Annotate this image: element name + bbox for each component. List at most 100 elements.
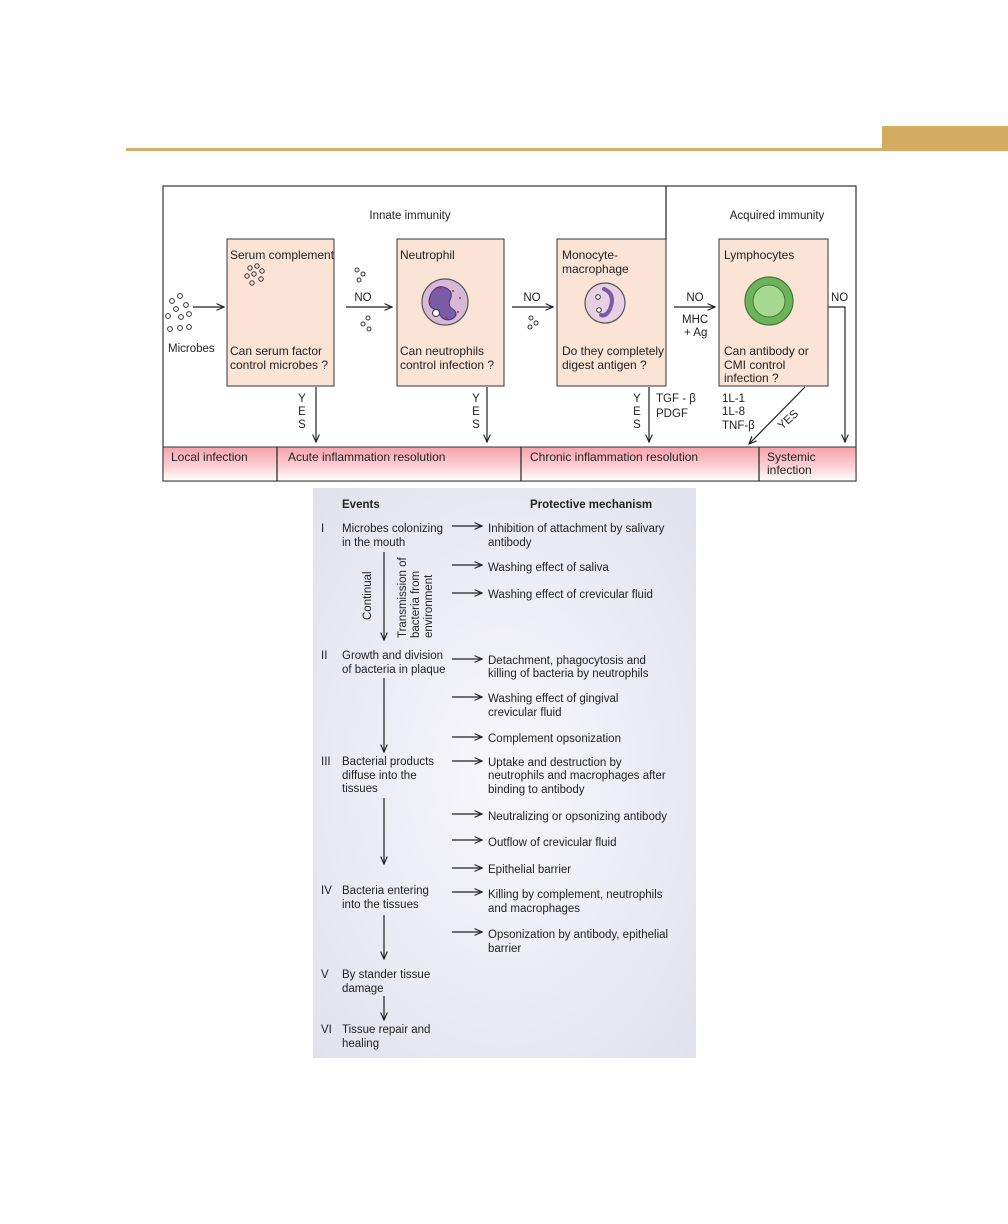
event-number: V [321,969,329,981]
header-tab [882,126,1008,151]
yes-letter: E [298,406,306,418]
tnf-label: TNF-β [722,420,755,432]
lymphocytes-question-line1: Can antibody or [724,344,809,358]
event-text-line1: Bacteria entering [342,885,429,897]
mechanism-7: Uptake and destruction by neutrophils an… [452,757,666,796]
continual-label: Continual [362,571,374,620]
outcome-systemic-line1: Systemic [767,450,816,464]
lymphocyte-cell-icon [744,276,794,326]
yes-diagonal-arrow [749,386,806,444]
serum-complement-box: Serum complement Can serum factor contro… [226,238,335,387]
microbes-label: Microbes [168,343,215,355]
tgf-label: TGF - β [656,393,696,405]
neutrophil-box: Neutrophil Can neutrophils control infec… [396,238,505,387]
event-6: VI Tissue repair and healing [321,1024,430,1050]
mechanism-text-line1: Opsonization by antibody, epithelial [488,929,668,941]
macrophage-question-line1: Do they completely [562,344,664,358]
no-label-4: NO [831,292,848,304]
yes-letter: S [633,419,641,431]
mechanism-9: Outflow of crevicular fluid [452,837,616,849]
mechanism-text-line2: barrier [488,943,521,955]
event-text-line1: Bacterial products [342,756,434,768]
event-text-line1: Tissue repair and [342,1024,430,1036]
lymphocytes-title: Lymphocytes [724,248,794,262]
outcome-chronic-resolution: Chronic inflammation resolution [530,450,698,464]
transmission-line2: bacteria from [410,571,422,638]
event-3: III Bacterial products diffuse into the … [321,756,434,795]
event-text-line2: diffuse into the [342,770,417,782]
mechanism-3: Washing effect of crevicular fluid [452,589,653,601]
transmission-line1: Transmission of [397,556,409,638]
event-text-line2: in the mouth [342,537,405,549]
macrophage-box: Monocyte- macrophage Do they completely … [556,238,667,387]
acquired-immunity-label: Acquired immunity [730,210,825,222]
yes-letter: S [298,419,306,431]
outcome-acute-resolution: Acute inflammation resolution [288,450,445,464]
mechanism-text-line2: and macrophages [488,903,580,915]
event-number: I [321,523,324,535]
arrow-to-systemic-infection [828,306,845,442]
mechanism-text-line1: Washing effect of crevicular fluid [488,589,653,601]
yes-letter: S [472,419,480,431]
event-number: VI [321,1024,332,1036]
macrophage-question-line2: digest antigen ? [562,358,647,372]
neutrophil-title: Neutrophil [400,248,455,262]
mechanism-10: Epithelial barrier [452,864,571,876]
event-number: III [321,756,331,768]
event-text-line2: into the tissues [342,899,419,911]
mechanism-text-line1: Detachment, phagocytosis and [488,655,646,667]
event-text-line1: Growth and division [342,650,443,662]
mechanism-text-line1: Washing effect of gingival [488,693,618,705]
il1-label: 1L-1 [722,393,745,405]
mechanism-1: Inhibition of attachment by salivary ant… [452,523,665,549]
mechanism-text-line1: Epithelial barrier [488,864,571,876]
event-number: II [321,650,327,662]
no-label-3: NO [686,292,703,304]
yes-letter: E [633,406,641,418]
mechanism-text-line1: Washing effect of saliva [488,562,609,574]
lymphocytes-box: Lymphocytes Can antibody or CMI control … [718,238,829,387]
outcome-systemic-line2: infection [767,463,812,477]
yes-letter: Y [472,393,480,405]
events-panel: Events Protective mechanism I Microbes c… [313,488,696,1058]
outcome-bar: Local infection Acute inflammation resol… [162,446,857,482]
mechanism-text-line1: Outflow of crevicular fluid [488,837,616,849]
outcome-local-infection: Local infection [171,450,248,464]
mechanism-text-line1: Uptake and destruction by [488,757,622,769]
no-label-2: NO [523,292,540,304]
mechanism-11: Killing by complement, neutrophils and m… [452,889,663,915]
macrophage-title-line2: macrophage [562,262,629,276]
event-1: I Microbes colonizing in the mouth [321,523,443,549]
microbes-passing-icon-2 [527,315,539,330]
event-text-line2: healing [342,1038,379,1050]
event-text-line1: Microbes colonizing [342,523,443,535]
mechanism-text-line1: Complement opsonization [488,733,621,745]
pdgf-label: PDGF [656,408,688,420]
mechanism-text-line2: neutrophils and macrophages after [488,770,666,782]
event-text-line2: damage [342,983,384,995]
mechanism-text-line1: Killing by complement, neutrophils [488,889,663,901]
mechanism-5: Washing effect of gingival crevicular fl… [452,693,618,719]
neutrophil-question-line2: control infection ? [400,358,494,372]
mechanism-text-line2: crevicular fluid [488,707,562,719]
event-text-line2: of bacteria in plaque [342,664,446,676]
serum-question-line1: Can serum factor [230,344,322,358]
events-header: Events [342,499,380,511]
event-text-line3: tissues [342,783,378,795]
yes-letter: Y [633,393,641,405]
lymphocytes-question-line2: CMI control [724,358,785,372]
event-number: IV [321,885,332,897]
mechanism-header: Protective mechanism [530,499,652,511]
innate-immunity-label: Innate immunity [369,210,450,222]
immunity-diagram: Innate immunity Acquired immunity Microb… [162,185,857,482]
macrophage-title-line1: Monocyte- [562,248,618,262]
mechanism-6: Complement opsonization [452,733,621,745]
no-label-1: NO [354,292,371,304]
neutrophil-question-line1: Can neutrophils [400,344,484,358]
ag-label: + Ag [684,327,707,339]
yes-arrow-1: Y E S [298,387,316,442]
event-4: IV Bacteria entering into the tissues [321,885,429,911]
transmission-line3: environment [423,574,435,638]
mechanism-text-line1: Neutralizing or opsonizing antibody [488,811,667,823]
mhc-label: MHC [682,314,708,326]
